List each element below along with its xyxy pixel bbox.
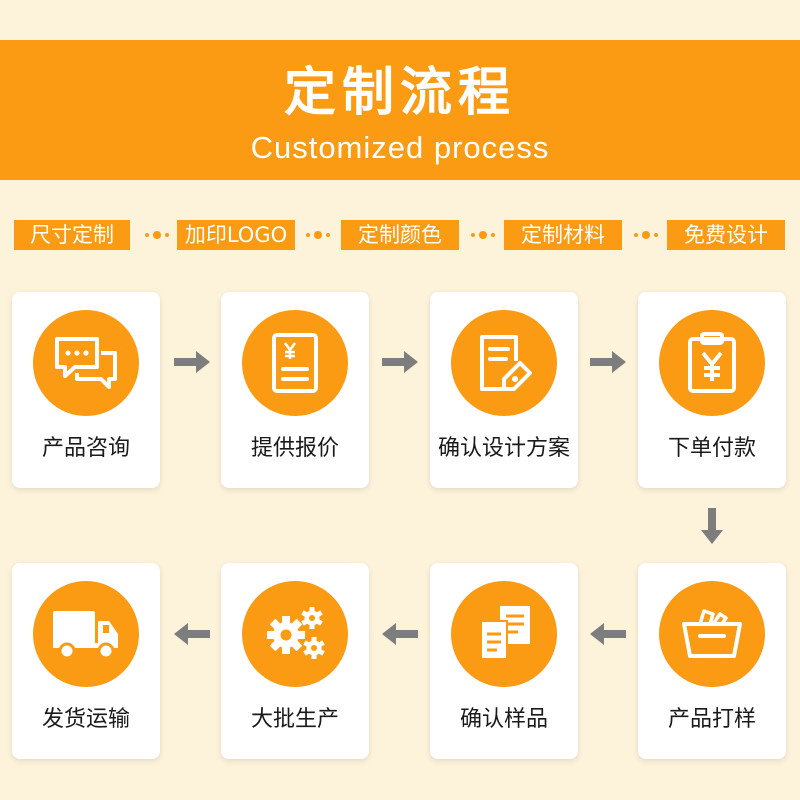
quote-document-icon xyxy=(272,333,318,393)
step-label: 产品咨询 xyxy=(41,436,130,461)
step-label: 大批生产 xyxy=(250,707,339,732)
step-card-payment: 下单付款 xyxy=(638,292,786,488)
design-document-icon xyxy=(480,335,532,391)
sample-documents-icon xyxy=(480,606,530,660)
arrow-down-icon xyxy=(701,508,723,544)
chat-icon xyxy=(55,337,117,389)
arrow-left-icon xyxy=(174,623,210,645)
step-icon-circle xyxy=(451,581,557,687)
payment-clipboard-icon xyxy=(688,332,736,393)
step-card-production: 大批生产 xyxy=(221,563,369,759)
step-label: 下单付款 xyxy=(667,436,756,461)
arrow-left-icon xyxy=(382,623,418,645)
truck-icon xyxy=(53,611,118,659)
step-icon-circle xyxy=(451,310,557,416)
step-card-sample-confirm: 确认样品 xyxy=(430,563,578,759)
tag-color: 定制颜色 xyxy=(341,220,459,250)
step-icon-circle xyxy=(242,310,348,416)
tag-logo: 加印LOGO xyxy=(177,220,295,250)
step-card-quote: 提供报价 xyxy=(221,292,369,488)
step-label: 发货运输 xyxy=(41,707,130,732)
basket-icon xyxy=(682,609,742,658)
gears-icon xyxy=(267,607,325,659)
dots-separator xyxy=(300,220,336,250)
tag-design: 免费设计 xyxy=(667,220,785,250)
step-icon-circle xyxy=(33,581,139,687)
arrow-right-icon xyxy=(382,351,418,373)
arrow-right-icon xyxy=(590,351,626,373)
step-label: 产品打样 xyxy=(667,707,756,732)
arrow-left-icon xyxy=(590,623,626,645)
step-icon-circle xyxy=(33,310,139,416)
step-icon-circle xyxy=(659,310,765,416)
step-card-shipping: 发货运输 xyxy=(12,563,160,759)
arrow-right-icon xyxy=(174,351,210,373)
step-label: 确认样品 xyxy=(459,707,548,732)
step-card-sampling: 产品打样 xyxy=(638,563,786,759)
step-icon-circle xyxy=(659,581,765,687)
tag-material: 定制材料 xyxy=(504,220,622,250)
tag-size: 尺寸定制 xyxy=(14,220,130,250)
step-card-design: 确认设计方案 xyxy=(430,292,578,488)
step-label: 确认设计方案 xyxy=(437,436,570,461)
dots-separator xyxy=(139,220,175,250)
page-title: 定制流程 xyxy=(283,63,516,123)
step-card-consult: 产品咨询 xyxy=(12,292,160,488)
dots-separator xyxy=(628,220,664,250)
header-banner: 定制流程 Customized process xyxy=(0,40,800,180)
step-icon-circle xyxy=(242,581,348,687)
page-subtitle: Customized process xyxy=(250,130,550,165)
feature-tags: 尺寸定制 加印LOGO 定制颜色 定制材料 免费设计 xyxy=(0,220,800,250)
dots-separator xyxy=(465,220,501,250)
step-label: 提供报价 xyxy=(250,436,339,461)
